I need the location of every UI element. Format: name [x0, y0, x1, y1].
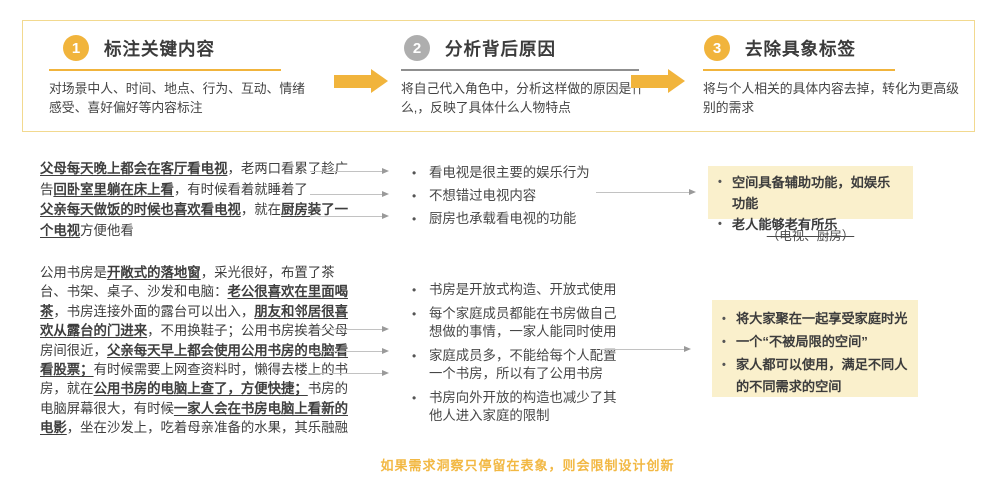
- step-1-description: 对场景中人、时间、地点、行为、互动、情绪感受、喜好偏好等内容标注: [49, 81, 305, 115]
- bullet-item: 家庭成员多，不能给每个人配置一个书房，所以有了公用书房: [410, 347, 624, 384]
- footer-note: 如果需求洞察只停留在表象，则会限制设计创新: [380, 458, 675, 473]
- bullet-item: 老人能够老有所乐: [716, 214, 903, 235]
- step-3-description: 将与个人相关的具体内容去掉，转化为更高级别的需求: [703, 81, 959, 115]
- step-2-divider: [401, 69, 639, 71]
- story-text-tv: 父母每天晚上都会在客厅看电视，老两口看累了趁广告回卧室里躺在床上看，有时候看着就…: [40, 161, 348, 238]
- step-2-header: 2 分析背后原因: [401, 35, 653, 61]
- connector-arrow-icon: [600, 346, 691, 352]
- step-2-description: 将自己代入角色中，分析这样做的原因是什么,，反映了具体什么人物特点: [401, 81, 645, 115]
- bullet-item: 一个“不被局限的空间”: [720, 331, 908, 354]
- insight-list-study: 将大家聚在一起享受家庭时光一个“不被局限的空间”家人都可以使用，满足不同人的不同…: [720, 308, 908, 399]
- step-2: 2 分析背后原因 将自己代入角色中，分析这样做的原因是什么,，反映了具体什么人物…: [401, 35, 653, 117]
- flow-arrow-icon: [334, 69, 388, 93]
- step-2-number-badge: 2: [404, 35, 430, 61]
- step-3-divider: [703, 69, 895, 71]
- step-1-number-badge: 1: [63, 35, 89, 61]
- analysis-list-tv: 看电视是很主要的娱乐行为不想错过电视内容厨房也承载看电视的功能: [410, 164, 640, 233]
- bullet-item: 厨房也承载看电视的功能: [410, 210, 640, 229]
- process-overview-panel: 1 标注关键内容 对场景中人、时间、地点、行为、互动、情绪感受、喜好偏好等内容标…: [22, 20, 975, 132]
- bullet-item: 家人都可以使用，满足不同人的不同需求的空间: [720, 354, 908, 400]
- step-3: 3 去除具象标签 将与个人相关的具体内容去掉，转化为更高级别的需求: [703, 35, 959, 117]
- insight-box-study: 将大家聚在一起享受家庭时光一个“不被局限的空间”家人都可以使用，满足不同人的不同…: [712, 300, 918, 397]
- flow-arrow-icon: [631, 69, 685, 93]
- story-text-study: 公用书房是开敞式的落地窗，采光很好，布置了茶台、书架、桌子、沙发和电脑：老公很喜…: [40, 265, 348, 436]
- removed-labels-note: （电视、厨房）: [766, 229, 855, 243]
- step-3-header: 3 去除具象标签: [703, 35, 959, 61]
- connector-arrow-icon: [596, 189, 696, 195]
- bullet-item: 空间具备辅助功能，如娱乐功能: [716, 172, 903, 214]
- connector-arrow-icon: [310, 348, 389, 354]
- step-1-header: 1 标注关键内容: [49, 35, 315, 61]
- connector-arrow-icon: [310, 168, 389, 174]
- connector-arrow-icon: [310, 326, 389, 332]
- bullet-item: 将大家聚在一起享受家庭时光: [720, 308, 908, 331]
- step-2-title: 分析背后原因: [445, 38, 556, 59]
- connector-arrow-icon: [310, 191, 389, 197]
- step-3-title: 去除具象标签: [745, 38, 856, 59]
- analysis-list-study: 书房是开放式构造、开放式使用每个家庭成员都能在书房做自己想做的事情，一家人能同时…: [410, 281, 624, 431]
- step-1: 1 标注关键内容 对场景中人、时间、地点、行为、互动、情绪感受、喜好偏好等内容标…: [49, 35, 315, 117]
- step-1-divider: [49, 69, 281, 71]
- bullet-item: 每个家庭成员都能在书房做自己想做的事情，一家人能同时使用: [410, 305, 624, 342]
- bullet-item: 书房向外开放的构造也减少了其他人进入家庭的限制: [410, 389, 624, 426]
- insight-list-tv: 空间具备辅助功能，如娱乐功能老人能够老有所乐: [716, 172, 903, 235]
- step-1-title: 标注关键内容: [104, 38, 215, 59]
- bullet-item: 书房是开放式构造、开放式使用: [410, 281, 624, 300]
- connector-arrow-icon: [310, 213, 389, 219]
- insight-box-tv: 空间具备辅助功能，如娱乐功能老人能够老有所乐: [708, 166, 913, 235]
- connector-arrow-icon: [310, 370, 389, 376]
- step-3-number-badge: 3: [704, 35, 730, 61]
- bullet-item: 看电视是很主要的娱乐行为: [410, 164, 640, 183]
- bullet-item: 不想错过电视内容: [410, 187, 640, 206]
